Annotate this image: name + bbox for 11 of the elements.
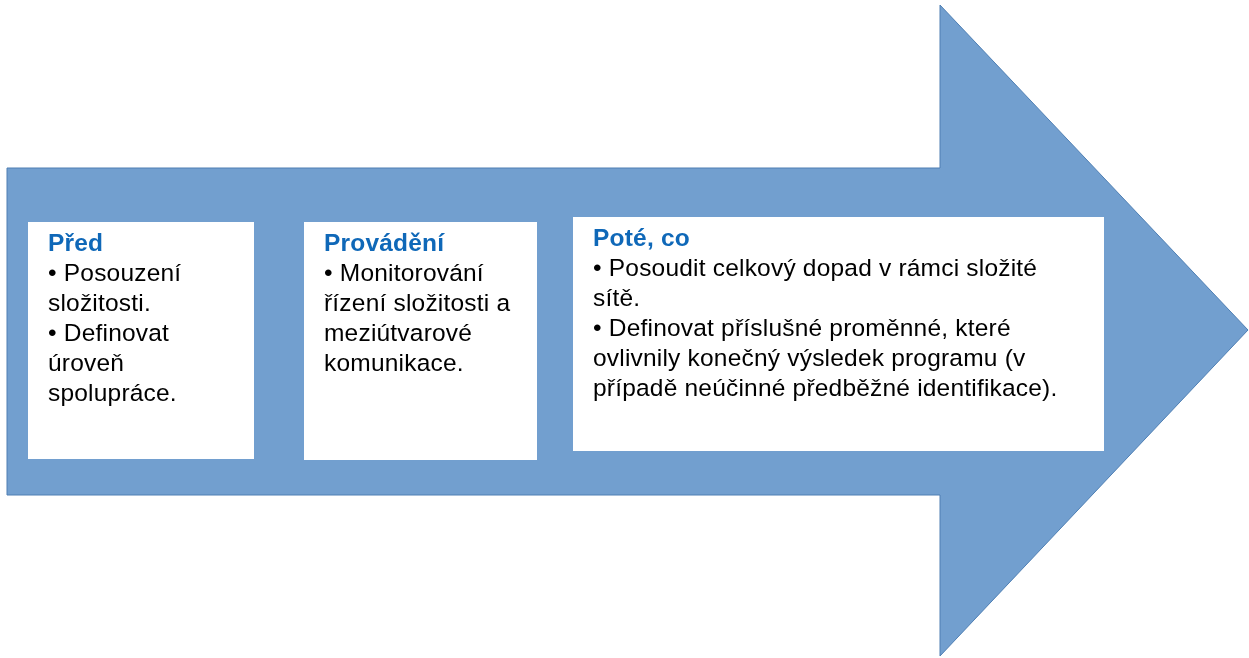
bullet-text: • Monitorování řízení složitosti a meziútvarové komunikace. [324, 258, 512, 378]
stage-card [304, 222, 537, 460]
bullet-text: • Definovat příslušné proměnné, které ovlivnily konečný výsledek programu (v případě neúčinné předběžné identifikace). [593, 313, 1059, 403]
bullet-text: • Definovat úroveň spolupráce. [48, 318, 178, 408]
bullet-text: • Posouzení složitosti. [48, 258, 183, 318]
stage-heading: Před [48, 228, 105, 258]
stage-card [28, 222, 254, 459]
stage-heading: Poté, co [593, 223, 691, 253]
stage-heading: Provádění [324, 228, 446, 258]
stage-card [573, 217, 1104, 451]
bullet-text: • Posoudit celkový dopad v rámci složité sítě. [593, 253, 1039, 313]
